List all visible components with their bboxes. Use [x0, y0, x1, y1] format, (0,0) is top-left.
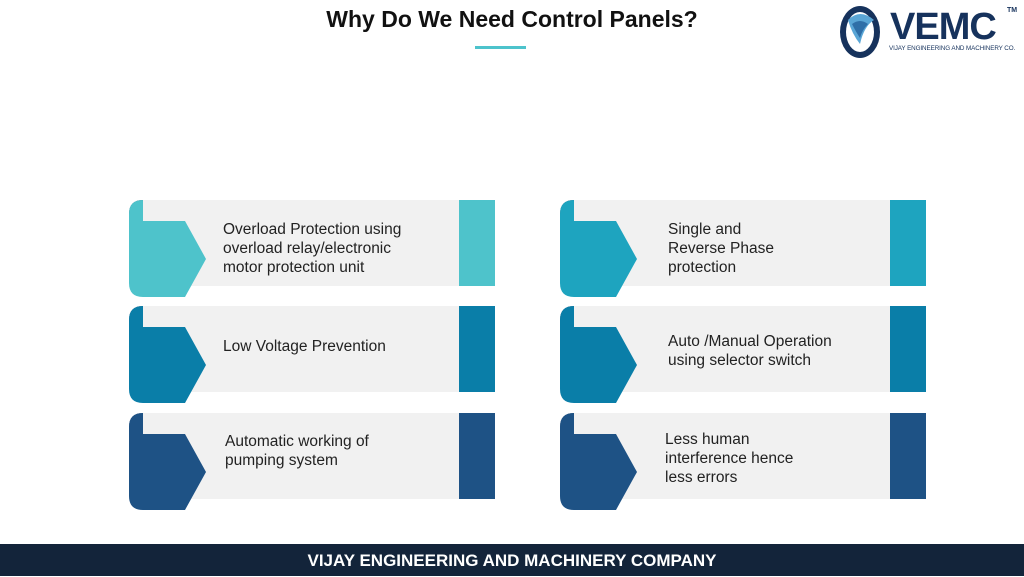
- card-accent-bar: [459, 413, 495, 499]
- card-text: Less human interference hence less error…: [665, 431, 794, 486]
- card-accent-bar: [459, 200, 495, 286]
- card-accent-bar: [459, 306, 495, 392]
- logo-emblem-icon: [840, 6, 880, 58]
- card-accent-bar: [890, 200, 926, 286]
- logo-trademark: TM: [1007, 7, 1018, 14]
- card-chevron-tab: [129, 200, 206, 297]
- card-text: Overload Protection using overload relay…: [223, 221, 402, 276]
- company-logo: VEMC TM VIJAY ENGINEERING AND MACHINERY …: [838, 2, 1020, 64]
- card-chevron-tab: [560, 413, 637, 510]
- card-accent-bar: [890, 413, 926, 499]
- feature-card-automatic-pumping: Automatic working of pumping system: [129, 413, 495, 510]
- card-text: Low Voltage Prevention: [223, 338, 386, 355]
- card-chevron-tab: [129, 413, 206, 510]
- card-accent-bar: [890, 306, 926, 392]
- feature-card-auto-manual: Auto /Manual Operation using selector sw…: [560, 306, 926, 403]
- page-title: Why Do We Need Control Panels?: [326, 6, 698, 32]
- card-chevron-tab: [560, 306, 637, 403]
- title-underline: [475, 46, 526, 49]
- feature-card-less-errors: Less human interference hence less error…: [560, 413, 926, 510]
- logo-wordmark: VEMC: [890, 6, 997, 48]
- feature-card-low-voltage: Low Voltage Prevention: [129, 306, 495, 403]
- card-text: Single and Reverse Phase protection: [668, 221, 774, 276]
- card-chevron-tab: [129, 306, 206, 403]
- footer-company-name: VIJAY ENGINEERING AND MACHINERY COMPANY: [0, 544, 1024, 576]
- logo-tagline: VIJAY ENGINEERING AND MACHINERY CO.: [889, 45, 1016, 52]
- feature-card-phase-protection: Single and Reverse Phase protection: [560, 200, 926, 297]
- card-text: Automatic working of pumping system: [225, 433, 369, 469]
- card-chevron-tab: [560, 200, 637, 297]
- card-text: Auto /Manual Operation using selector sw…: [668, 333, 832, 369]
- feature-card-overload: Overload Protection using overload relay…: [129, 200, 495, 297]
